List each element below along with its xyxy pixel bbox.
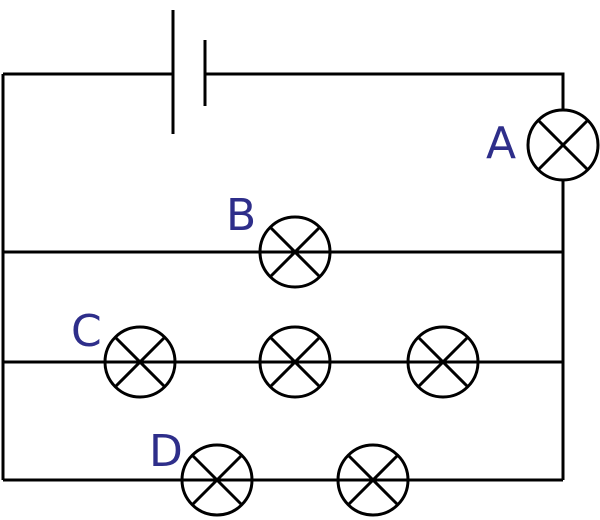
- lamp-cross: [417, 336, 469, 388]
- lamp-cross: [347, 454, 399, 506]
- lamp-circle: [336, 443, 410, 517]
- lamp-circle: [406, 325, 480, 399]
- label-d: D: [149, 426, 183, 477]
- lamp-cross: [269, 336, 321, 388]
- lamp-d-icon: [180, 443, 254, 517]
- labels: A B C D: [71, 118, 516, 477]
- lamp-3-icon: [258, 325, 332, 399]
- lamp-cross: [114, 336, 166, 388]
- lamp-circle: [526, 108, 600, 182]
- lamp-cross: [269, 226, 321, 278]
- lamp-c-icon: [103, 325, 177, 399]
- battery: [171, 10, 207, 134]
- lamp-a-icon: [526, 108, 600, 182]
- lamp-4-icon: [406, 325, 480, 399]
- lamp-cross: [537, 119, 589, 171]
- lamp-cross: [191, 454, 243, 506]
- lamp-6-icon: [336, 443, 410, 517]
- label-a: A: [486, 118, 516, 169]
- label-c: C: [71, 306, 102, 357]
- lamp-circle: [103, 325, 177, 399]
- lamp-circle: [180, 443, 254, 517]
- lamp-circle: [258, 215, 332, 289]
- lamp-circle: [258, 325, 332, 399]
- label-b: B: [226, 190, 256, 241]
- lamp-b-icon: [258, 215, 332, 289]
- lamps: [103, 108, 600, 517]
- wires: [1, 72, 565, 482]
- top-wire-right: [205, 72, 565, 110]
